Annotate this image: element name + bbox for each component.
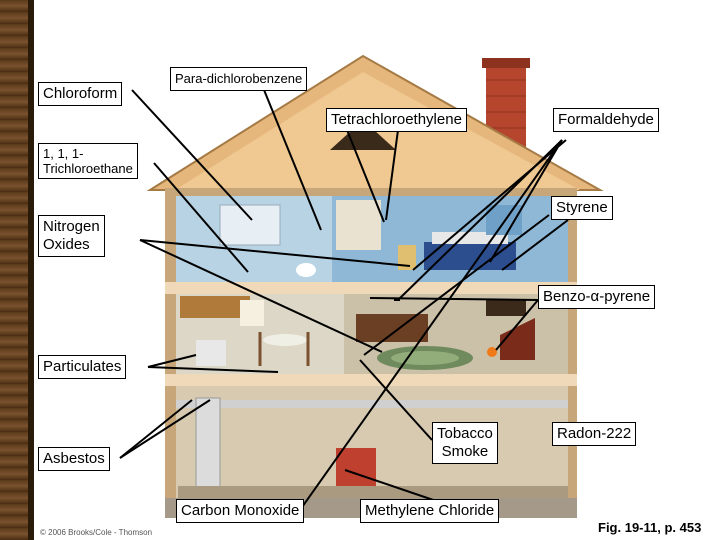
label-benzo-a-pyrene: Benzo-α-pyrene [538,285,656,309]
label-particulates: Particulates [38,355,127,379]
label-nitrogen-oxides: Nitrogen Oxides [38,215,105,257]
label-trichloroethane: 1, 1, 1- Trichloroethane [38,143,138,179]
label-formaldehyde: Formaldehyde [553,108,659,132]
bed [424,242,516,270]
label-nitrogen-oxides-line2: Oxides [43,236,90,253]
label-tetrachloroethylene: Tetrachloroethylene [326,108,467,132]
pointer-lines [119,84,569,511]
water-heater [195,397,221,491]
label-para-dichlorobenzene: Para-dichlorobenzene [170,67,308,91]
label-tobacco-smoke-line1: Tobacco [437,425,493,442]
label-styrene: Styrene [551,196,613,220]
label-trichloroethane-line2: Trichloroethane [43,161,133,176]
label-methylene-chloride: Methylene Chloride [360,499,500,523]
label-tobacco-smoke-line2: Smoke [441,443,489,460]
label-asbestos: Asbestos [38,447,110,471]
left-decorative-border [0,0,28,540]
label-radon-222: Radon-222 [552,422,637,446]
copyright-credit: © 2006 Brooks/Cole - Thomson [40,528,153,537]
label-tobacco-smoke: Tobacco Smoke [432,422,498,464]
left-border-edge [28,0,34,540]
figure-reference: Fig. 19-11, p. 453 [598,520,702,535]
label-trichloroethane-line1: 1, 1, 1- [43,146,84,161]
label-chloroform: Chloroform [38,82,123,106]
label-nitrogen-oxides-line1: Nitrogen [43,218,100,235]
label-carbon-monoxide: Carbon Monoxide [176,499,305,523]
